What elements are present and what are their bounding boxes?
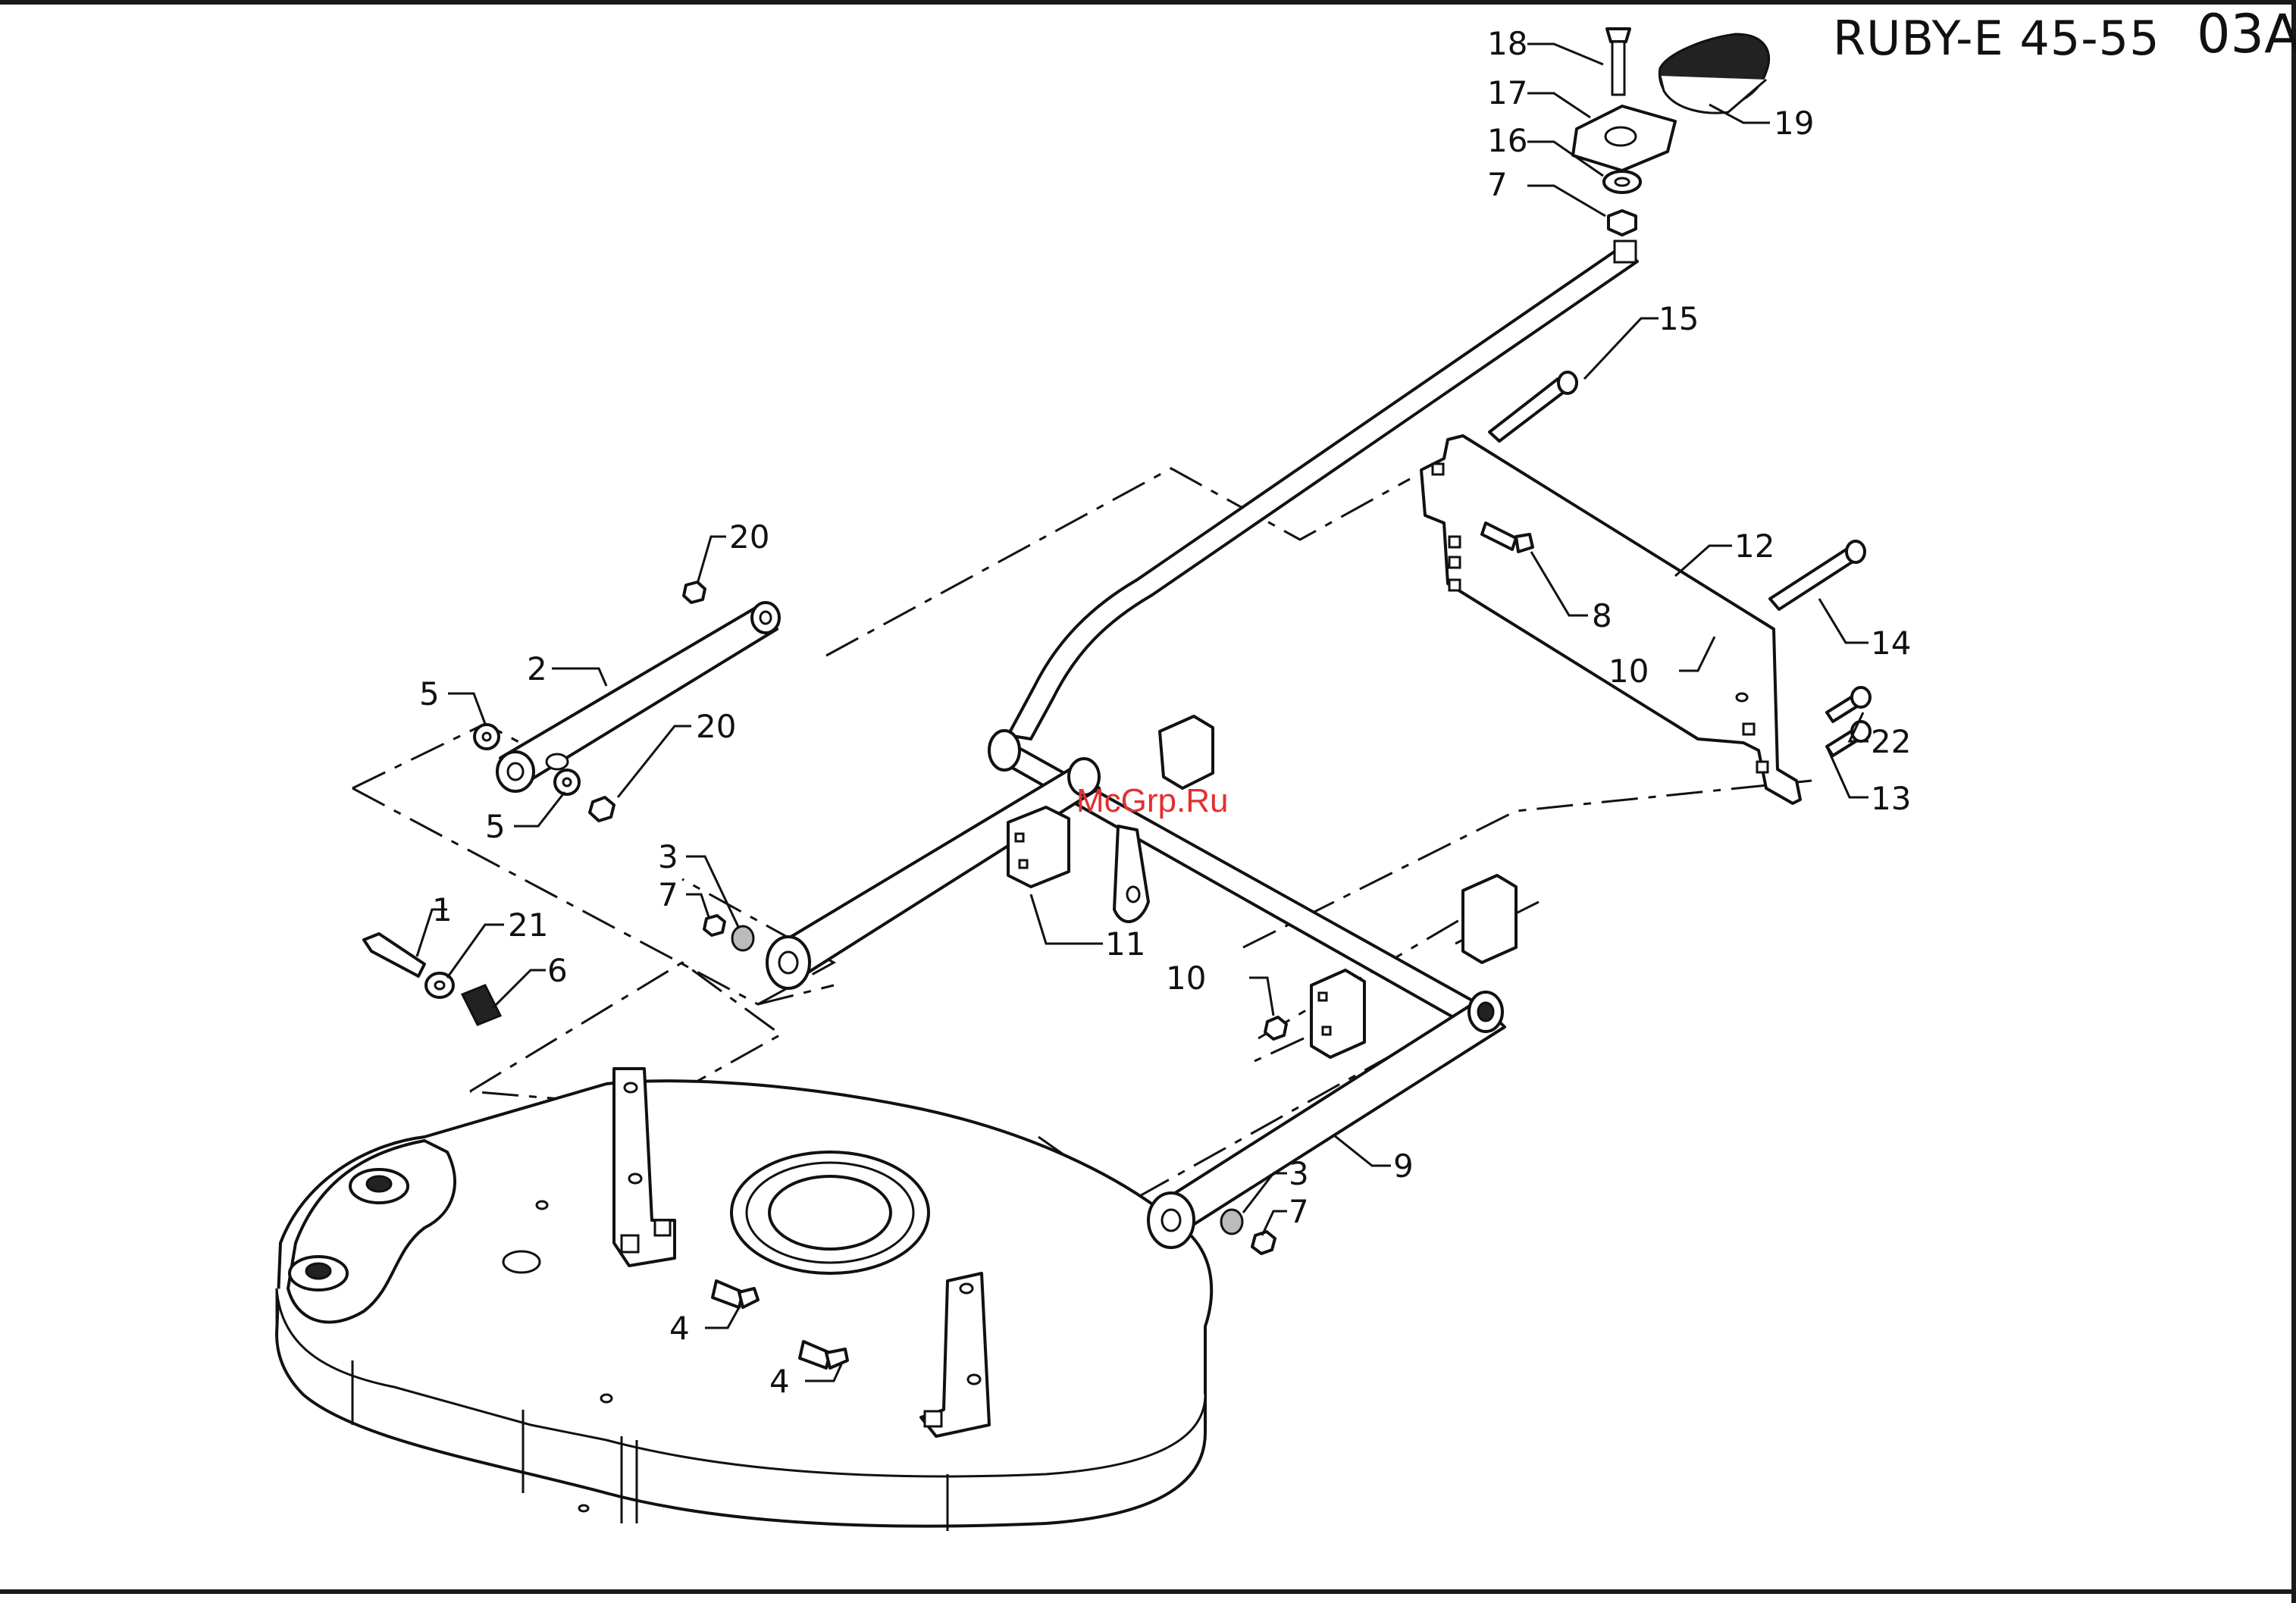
callout-19: 19 <box>1774 105 1814 142</box>
callout-9: 9 <box>1393 1147 1414 1185</box>
callout-13: 13 <box>1871 780 1911 817</box>
callout-2: 2 <box>527 650 547 687</box>
callout-20-top: 20 <box>729 518 769 556</box>
callout-10-right: 10 <box>1608 653 1649 690</box>
callout-7-top: 7 <box>1487 166 1508 203</box>
spring-bolt-set <box>364 934 500 1025</box>
bracket-plate <box>1421 372 1870 803</box>
callout-18: 18 <box>1487 25 1527 62</box>
callout-22: 22 <box>1871 723 1911 760</box>
callout-14: 14 <box>1871 625 1911 662</box>
callout-17: 17 <box>1487 74 1527 111</box>
callout-4-left: 4 <box>669 1310 690 1347</box>
callout-6: 6 <box>547 952 568 989</box>
callout-3-right: 3 <box>1289 1155 1309 1192</box>
callout-16: 16 <box>1487 122 1527 159</box>
callout-3-left: 3 <box>658 838 678 875</box>
pedal-stack <box>1573 29 1769 235</box>
watermark: McGrp.Ru <box>1076 782 1228 820</box>
callout-8: 8 <box>1592 597 1612 634</box>
left-link <box>497 603 779 791</box>
callout-7-right: 7 <box>1289 1193 1309 1230</box>
callout-15: 15 <box>1659 300 1699 337</box>
callout-10-mid: 10 <box>1166 960 1206 997</box>
callout-12: 12 <box>1734 528 1774 565</box>
callout-5-top: 5 <box>419 675 440 712</box>
callout-21: 21 <box>508 906 548 944</box>
callout-11: 11 <box>1105 925 1145 963</box>
callout-20-mid: 20 <box>696 708 736 745</box>
callout-7-left: 7 <box>658 876 678 913</box>
callout-1: 1 <box>432 891 453 928</box>
callout-4-right: 4 <box>769 1363 790 1400</box>
callout-5-bottom: 5 <box>485 808 506 845</box>
